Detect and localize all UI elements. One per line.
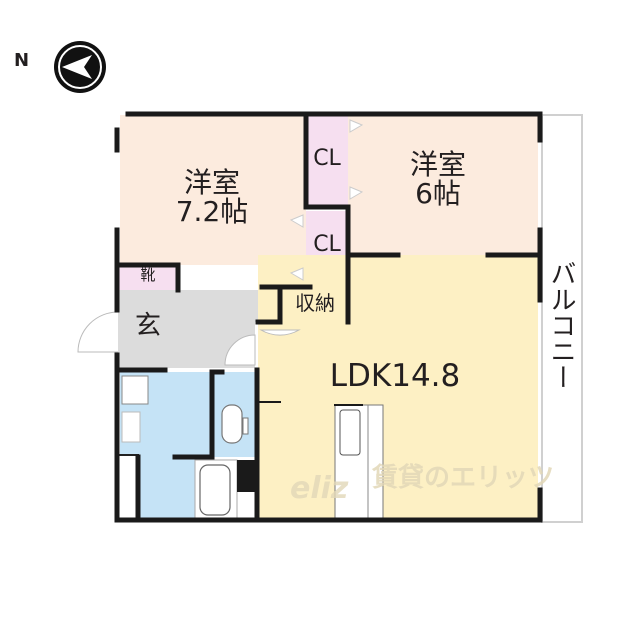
watermark-text: 賃貸のエリッツ [372,463,555,493]
ldk-fill [258,255,538,520]
bedroom1-label: 洋室 7.2帖 [172,168,252,227]
toilet-icon [221,404,243,444]
closet1-fill [306,115,348,207]
hall-door-swing [224,334,256,366]
bedroom1-size: 7.2帖 [175,195,249,229]
shoe-closet-fill [118,265,178,290]
balcony-label: バルコニー [546,260,576,395]
bathtub [199,464,231,516]
closet1-label: CL [313,146,341,171]
storage-label: 収納 [295,291,335,315]
sink-icon [339,409,361,456]
compass: N [14,41,114,93]
bedroom1-name: 洋室 [183,166,240,199]
closet2-label: CL [313,232,341,257]
ldk-door-swing [259,329,301,336]
shoe-closet-label: 靴 [140,266,156,284]
bedroom2-fill [348,115,538,255]
washbasin-icon [121,375,149,405]
bedroom1-fill [120,115,306,265]
bedroom2-size: 6帖 [415,177,461,211]
balcony-area [541,114,583,523]
ldk-fill-upper [348,255,538,295]
north-arrow-icon [54,41,106,93]
bedroom2-name: 洋室 [409,148,466,181]
ldk-label: LDK14.8 [329,358,461,394]
washer-space [117,454,139,521]
entrance-door-swing [77,311,119,353]
entrance-label: 玄 [134,311,161,341]
watermark-logo: eliz [290,471,349,506]
balcony-text: バルコニー [546,260,576,390]
compass-north-label: N [14,50,30,71]
bedroom2-label: 洋室 6帖 [398,150,478,209]
